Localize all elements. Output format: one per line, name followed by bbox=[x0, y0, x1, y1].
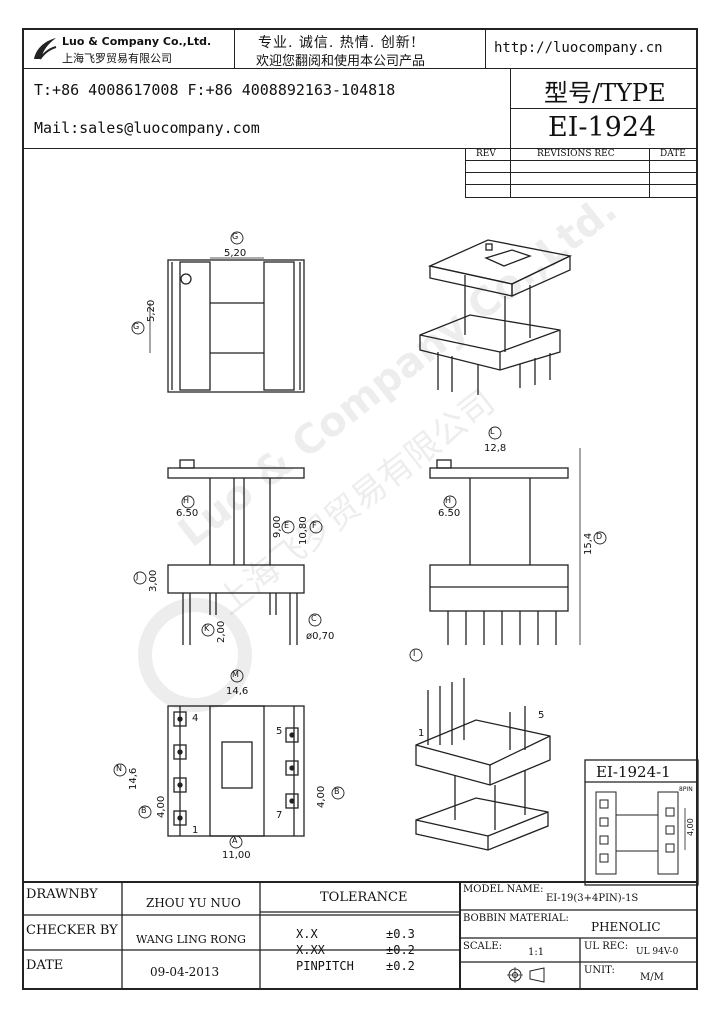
dim-h2-value: 6.50 bbox=[438, 508, 461, 519]
ul-rec-value: UL 94V-0 bbox=[636, 947, 679, 957]
pcb-pin-note: 8PIN bbox=[679, 786, 693, 793]
company-name: Luo & Company Co.,Ltd. bbox=[62, 35, 212, 48]
model-name-value: EI-19(3+4PIN)-1S bbox=[546, 893, 639, 904]
drawnby-value: ZHOU YU NUO bbox=[146, 896, 241, 910]
dim-n-value: 14,6 bbox=[128, 767, 139, 790]
iso-pin-label-5: 5 bbox=[538, 710, 545, 721]
dim-c-value: ø0,70 bbox=[306, 631, 335, 642]
company-logo-icon bbox=[34, 38, 57, 60]
type-label: 型号/TYPE bbox=[544, 79, 666, 107]
dim-b-value: 4,00 bbox=[156, 795, 167, 818]
dim-m-label: M bbox=[232, 670, 239, 679]
company-name-cn: 上海飞罗贸易有限公司 bbox=[62, 52, 172, 65]
dim-a-label: A bbox=[232, 836, 238, 845]
tol-key-2: PINPITCH bbox=[296, 959, 354, 973]
dim-b-label: B bbox=[141, 806, 147, 815]
dim-c-label: C bbox=[311, 614, 317, 623]
dim-b2-value: 4,00 bbox=[316, 785, 327, 808]
bobbin-material-label: BOBBIN MATERIAL: bbox=[463, 913, 569, 924]
date-col-header: DATE bbox=[660, 149, 686, 159]
drawing-frame bbox=[22, 28, 698, 990]
dim-d-value: 15,4 bbox=[583, 532, 594, 555]
pcb-dim: 4,00 bbox=[686, 818, 695, 836]
dim-j-label: J bbox=[136, 572, 139, 581]
tol-key-1: X.XX bbox=[296, 943, 325, 957]
tol-val-0: ±0.3 bbox=[386, 927, 415, 941]
dim-f-value: 10,80 bbox=[298, 516, 309, 545]
website-link[interactable]: http://luocompany.cn bbox=[494, 40, 663, 56]
dim-e-value: 9,00 bbox=[272, 515, 283, 538]
tolerance-label: TOLERANCE bbox=[320, 890, 408, 905]
dim-k-value: 2,00 bbox=[216, 620, 227, 643]
pin-label-7: 7 bbox=[276, 810, 283, 821]
pin-label-1: 1 bbox=[192, 825, 199, 836]
drawnby-label: DRAWNBY bbox=[26, 887, 98, 902]
dim-e-label: E bbox=[284, 521, 290, 530]
iso-view-bottom bbox=[415, 678, 551, 851]
dim-a-value: 11,00 bbox=[222, 850, 251, 861]
dim-g-value: 5,20 bbox=[224, 248, 247, 259]
checker-label: CHECKER BY bbox=[26, 923, 118, 938]
scale-label: SCALE: bbox=[463, 941, 503, 952]
checker-value: WANG LING RONG bbox=[136, 933, 246, 946]
bobbin-material-value: PHENOLIC bbox=[591, 920, 661, 934]
dim-h-label: H bbox=[183, 496, 190, 505]
side-view bbox=[409, 426, 607, 662]
iso-pin-label-1: 1 bbox=[418, 728, 425, 739]
bottom-view bbox=[113, 669, 345, 849]
dim-l-value: 12,8 bbox=[484, 443, 507, 454]
date-label: DATE bbox=[26, 958, 64, 973]
pcb-title: EI-1924-1 bbox=[596, 763, 671, 781]
pcb-layout bbox=[595, 791, 686, 875]
revisions-col-header: REVISIONS REC bbox=[537, 149, 615, 159]
phone-fax: T:+86 4008617008 F:+86 4008892163-104818 bbox=[34, 81, 396, 99]
email-address[interactable]: Mail:sales@luocompany.com bbox=[34, 119, 260, 137]
model-name-label: MODEL NAME: bbox=[463, 884, 544, 895]
dim-b2-label: B bbox=[334, 787, 340, 796]
revision-table bbox=[465, 148, 698, 198]
dim-n-label: N bbox=[116, 764, 122, 773]
dim-h-value: 6.50 bbox=[176, 508, 199, 519]
ul-rec-label: UL REC: bbox=[584, 941, 629, 952]
tol-key-0: X.X bbox=[296, 927, 318, 941]
dim-h2-label: H bbox=[445, 496, 452, 505]
slogan-line1: 专业. 诚信. 热情. 创新! bbox=[258, 35, 418, 51]
scale-value: 1:1 bbox=[528, 947, 545, 958]
dim-k-label: K bbox=[204, 624, 210, 633]
iso-view-top bbox=[419, 239, 573, 395]
slogan-line2: 欢迎您翻阅和使用本公司产品 bbox=[256, 54, 426, 69]
dim-j-value: 3,00 bbox=[148, 569, 159, 592]
front-view bbox=[133, 459, 323, 645]
dim-f-label: F bbox=[312, 521, 317, 530]
dim-m-value: 14,6 bbox=[226, 686, 249, 697]
top-view bbox=[131, 231, 305, 393]
projection-symbol-icon bbox=[507, 967, 545, 983]
dim-i-label: I bbox=[413, 649, 416, 658]
date-value: 09-04-2013 bbox=[150, 965, 220, 979]
dim-d-label: D bbox=[596, 532, 603, 541]
pin-label-4: 4 bbox=[192, 713, 199, 724]
unit-label: UNIT: bbox=[584, 965, 615, 976]
dim-g2-label: G bbox=[133, 322, 140, 331]
type-value: EI-1924 bbox=[548, 112, 657, 143]
tol-val-2: ±0.2 bbox=[386, 959, 415, 973]
dim-g2-value: 5,20 bbox=[146, 299, 157, 322]
unit-value: M/M bbox=[640, 972, 664, 983]
tol-val-1: ±0.2 bbox=[386, 943, 415, 957]
rev-col-header: REV bbox=[476, 149, 496, 159]
pin-label-5: 5 bbox=[276, 726, 283, 737]
dim-g-label: G bbox=[232, 232, 239, 241]
dim-l-label: L bbox=[490, 427, 495, 436]
